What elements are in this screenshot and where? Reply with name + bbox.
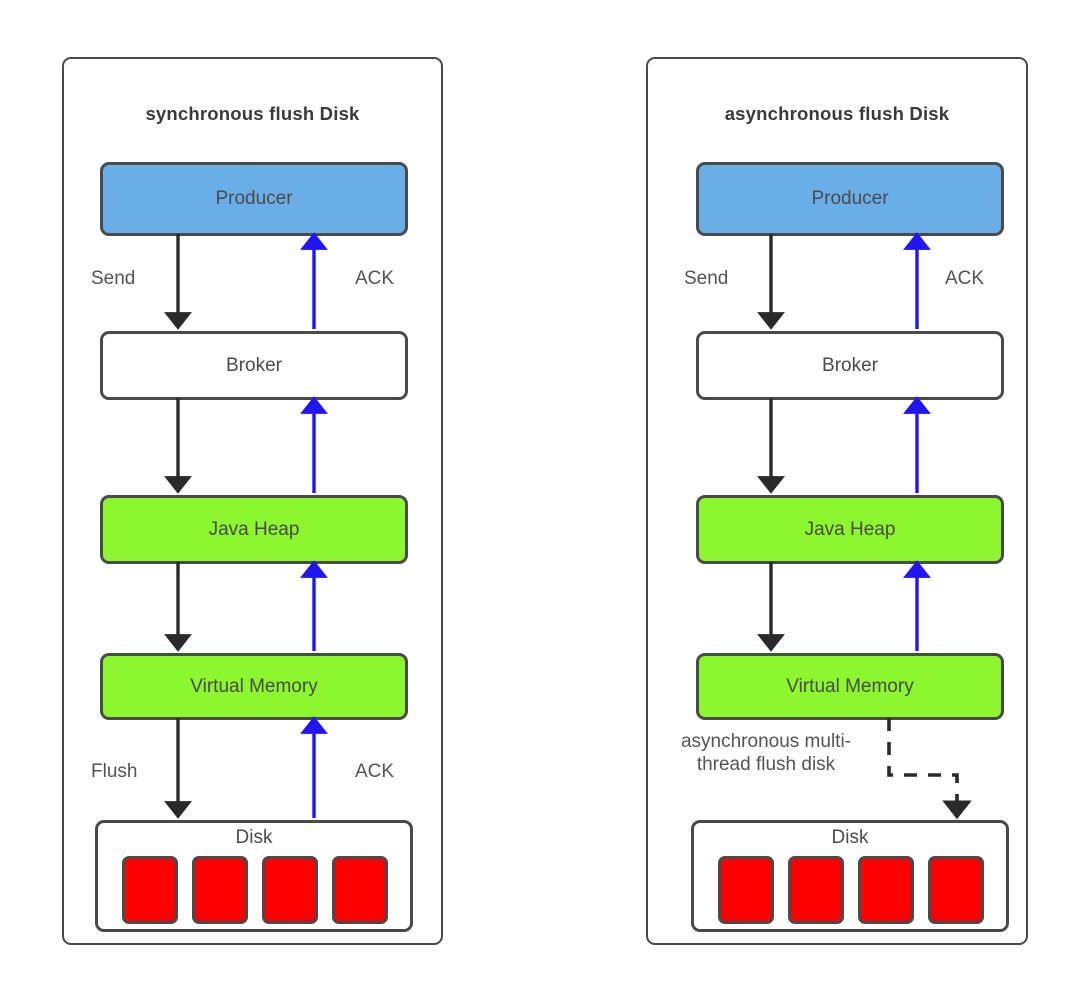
panel-asynchronous: asynchronous flush Disk Producer Broker … — [646, 57, 1028, 945]
node-broker-async-label: Broker — [822, 354, 878, 376]
edge-label-async-flush-disk: asynchronous multi-thread flush disk — [680, 731, 852, 776]
disk-cell — [192, 856, 248, 924]
node-broker-sync-label: Broker — [226, 354, 282, 376]
node-disk-async-label: Disk — [831, 827, 869, 848]
node-virtual-memory-sync[interactable]: Virtual Memory — [100, 653, 408, 720]
node-producer-async[interactable]: Producer — [696, 162, 1004, 236]
edge-label-send-async: Send — [684, 268, 729, 289]
node-java-heap-async-label: Java Heap — [804, 518, 896, 540]
disk-cell — [788, 856, 844, 924]
disk-cell — [718, 856, 774, 924]
edge-label-ack-bottom-sync: ACK — [355, 761, 395, 782]
disk-cell — [262, 856, 318, 924]
disk-cell — [858, 856, 914, 924]
edge-label-flush-sync: Flush — [91, 761, 138, 782]
edge-label-send-sync: Send — [91, 268, 136, 289]
edge-label-ack-top-async: ACK — [945, 268, 985, 289]
panel-synchronous-title: synchronous flush Disk — [145, 103, 360, 124]
disk-cell — [122, 856, 178, 924]
node-producer-sync-label: Producer — [215, 188, 293, 209]
node-producer-sync[interactable]: Producer — [100, 162, 408, 236]
edge-label-ack-top-sync: ACK — [355, 268, 395, 289]
panel-asynchronous-title: asynchronous flush Disk — [724, 103, 950, 124]
node-disk-sync[interactable]: Disk — [95, 820, 413, 932]
panel-synchronous: synchronous flush Disk Producer Broker J… — [62, 57, 443, 945]
disk-cell — [928, 856, 984, 924]
disk-cell — [332, 856, 388, 924]
node-broker-async[interactable]: Broker — [696, 331, 1004, 400]
node-producer-async-label: Producer — [811, 188, 889, 209]
node-virtual-memory-async[interactable]: Virtual Memory — [696, 653, 1004, 720]
node-java-heap-sync[interactable]: Java Heap — [100, 495, 408, 564]
node-java-heap-sync-label: Java Heap — [208, 518, 300, 540]
node-disk-sync-label: Disk — [235, 827, 273, 848]
node-java-heap-async[interactable]: Java Heap — [696, 495, 1004, 564]
node-broker-sync[interactable]: Broker — [100, 331, 408, 400]
node-disk-async[interactable]: Disk — [691, 820, 1009, 932]
node-virtual-memory-sync-label: Virtual Memory — [190, 675, 318, 697]
node-virtual-memory-async-label: Virtual Memory — [786, 675, 914, 697]
